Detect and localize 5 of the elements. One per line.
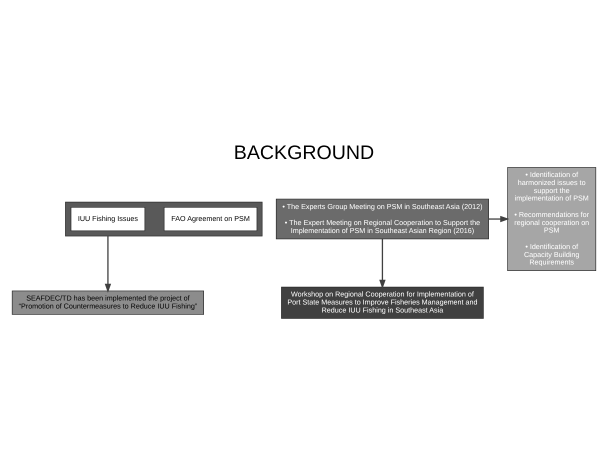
arrow: [488, 216, 510, 222]
diagram-title: BACKGROUND: [234, 142, 374, 164]
arrow: [379, 239, 386, 289]
cluster: [65, 202, 262, 236]
arrow: [104, 236, 112, 293]
